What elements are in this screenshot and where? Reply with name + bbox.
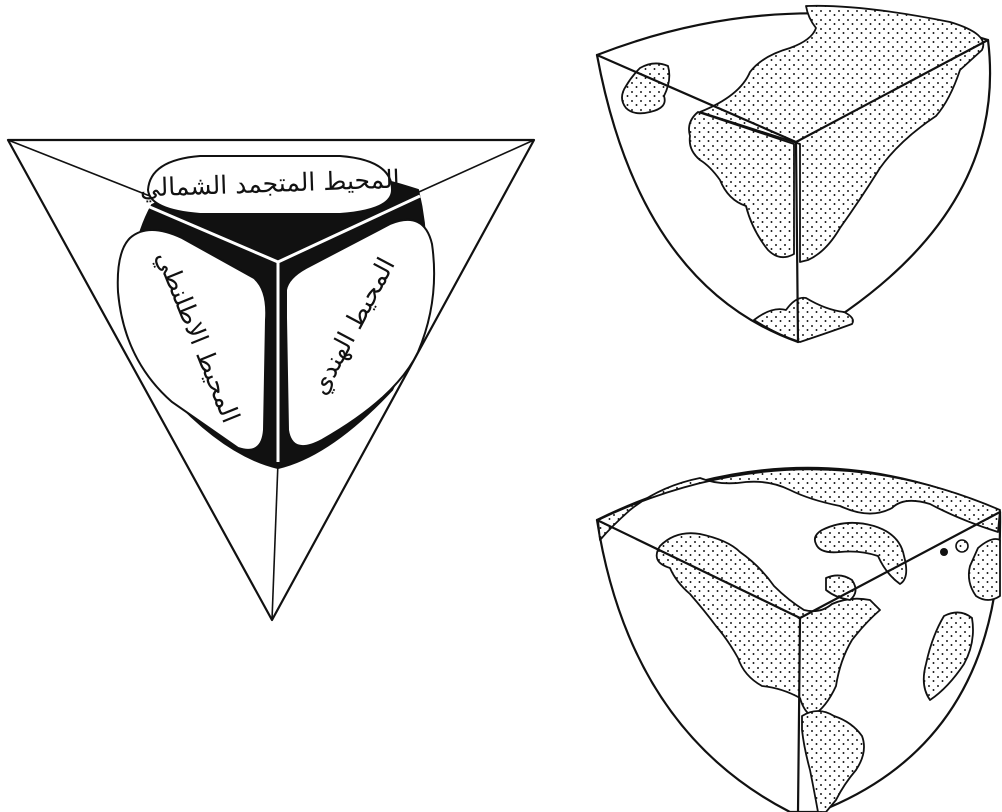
landmass-top-3 (622, 63, 669, 113)
globe-octant-top (597, 6, 990, 342)
landmass-bottom-rim (598, 469, 1000, 540)
vertex-line-top-left (8, 140, 160, 200)
landmass-bottom-1 (657, 533, 880, 716)
vertex-line-top-right (410, 140, 534, 196)
island-2 (956, 540, 968, 552)
landmass-top-4 (754, 298, 853, 342)
landmass-bottom-2 (815, 523, 906, 584)
island-1 (940, 548, 948, 556)
vertex-line-bottom (272, 462, 278, 620)
cube-in-triangle-figure: المحيط المتجمد الشمالي المحيط الاطلنطي ا… (8, 140, 534, 620)
landmass-bottom-6 (969, 539, 1000, 600)
globe-octant-bottom (597, 468, 1000, 812)
landmass-bottom-4 (802, 711, 864, 812)
